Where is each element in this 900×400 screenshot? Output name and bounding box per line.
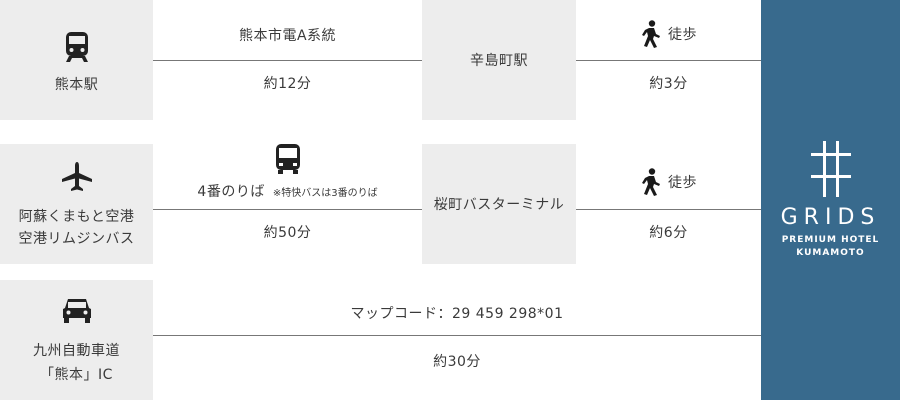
- transfer-karashimacho: 辛島町駅: [422, 0, 576, 120]
- origin-kumamoto-station: 熊本駅: [0, 0, 153, 120]
- walk-divider: [576, 209, 761, 210]
- bus-stop-note: ※特快バスは3番のりば: [272, 187, 378, 199]
- walk-icon: [642, 168, 660, 196]
- bus-stop-label: 4番のりば: [197, 184, 265, 200]
- brand-panel: GRIDS PREMIUM HOTEL KUMAMOTO: [761, 0, 900, 400]
- origin-label: 熊本駅: [54, 77, 99, 93]
- origin-label-line1: 九州自動車道: [33, 343, 120, 359]
- brand-line2: KUMAMOTO: [796, 247, 865, 258]
- origin-label-line2: 「熊本」IC: [40, 367, 113, 383]
- airplane-icon: [61, 162, 92, 191]
- route-divider: [153, 209, 422, 210]
- car-icon: [62, 299, 91, 323]
- map-code: マップコード：29 459 298*01: [350, 306, 564, 322]
- duration-car: 約30分: [433, 354, 481, 370]
- origin-aso-kumamoto-airport: 阿蘇くまもと空港 空港リムジンバス: [0, 144, 153, 264]
- walk-label: 徒歩: [668, 175, 697, 191]
- bus-stop-info: 4番のりば ※特快バスは3番のりば: [153, 178, 422, 204]
- walk-icon: [642, 20, 660, 48]
- bus-icon: [275, 144, 300, 174]
- route-divider: [153, 60, 422, 61]
- origin-label-line2: 空港リムジンバス: [18, 231, 135, 247]
- duration-walk: 約3分: [649, 76, 688, 92]
- duration-walk: 約6分: [649, 225, 688, 241]
- duration-tram: 約12分: [263, 76, 312, 92]
- transfer-sakuramachi-bus-terminal: 桜町バスターミナル: [422, 144, 576, 264]
- origin-kyushu-expressway: 九州自動車道 「熊本」IC: [0, 280, 153, 400]
- walk-header-2: 徒歩: [576, 166, 761, 198]
- route-tram-a: 熊本市電A系統: [238, 28, 337, 44]
- walk-label: 徒歩: [668, 27, 697, 43]
- route-divider: [153, 335, 761, 336]
- brand-name: GRIDS: [780, 204, 881, 230]
- train-icon: [65, 32, 88, 62]
- brand-line1: PREMIUM HOTEL: [781, 234, 880, 245]
- walk-header-1: 徒歩: [576, 18, 761, 50]
- bus-icon-wrap: [153, 144, 422, 174]
- duration-bus: 約50分: [263, 225, 312, 241]
- origin-label-line1: 阿蘇くまもと空港: [18, 209, 135, 225]
- walk-divider: [576, 60, 761, 61]
- grids-logo-icon: [810, 140, 851, 197]
